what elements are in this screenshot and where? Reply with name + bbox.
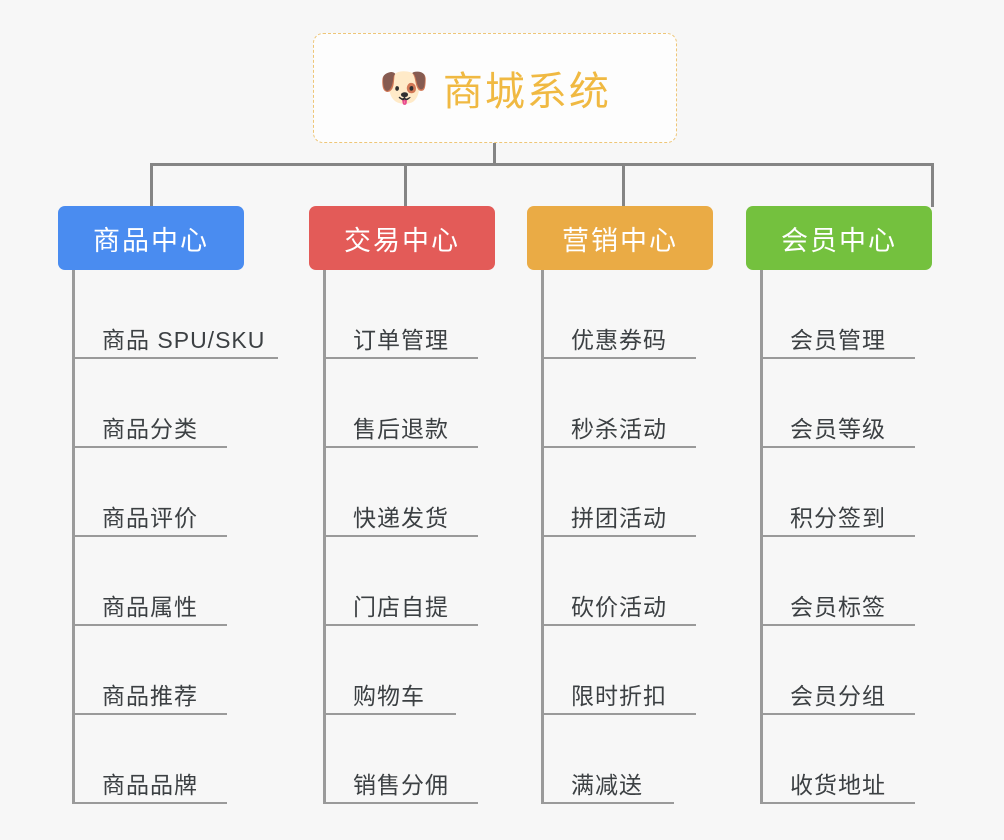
leaf-trunk-line [323, 270, 326, 804]
leaf-item[interactable]: 收货地址 [760, 715, 915, 804]
leaf-underline [72, 802, 227, 804]
leaf-item[interactable]: 快递发货 [323, 448, 478, 537]
leaf-underline [760, 713, 915, 715]
leaf-item[interactable]: 商品属性 [72, 537, 265, 626]
leaf-underline [72, 624, 227, 626]
leaf-underline [323, 446, 478, 448]
branch-header-label: 会员中心 [781, 225, 897, 256]
branch-header-会员中心[interactable]: 会员中心 [746, 206, 932, 270]
leaf-underline [72, 713, 227, 715]
branch-bus-connector [150, 163, 934, 166]
branch-header-交易中心[interactable]: 交易中心 [309, 206, 495, 270]
leaf-underline [541, 713, 696, 715]
leaf-item[interactable]: 销售分佣 [323, 715, 478, 804]
leaf-item-label: 订单管理 [353, 327, 449, 353]
leaf-underline [541, 535, 696, 537]
leaf-item-label: 收货地址 [790, 772, 886, 798]
leaf-item[interactable]: 拼团活动 [541, 448, 696, 537]
leaf-item[interactable]: 商品分类 [72, 359, 265, 448]
leaf-underline [323, 624, 478, 626]
leaf-underline [541, 802, 674, 804]
leaf-item-label: 会员分组 [790, 683, 886, 709]
leaf-item[interactable]: 商品推荐 [72, 626, 265, 715]
leaf-item-label: 会员标签 [790, 594, 886, 620]
leaf-underline [760, 802, 915, 804]
leaf-underline [323, 802, 478, 804]
leaf-item-label: 拼团活动 [571, 505, 667, 531]
leaf-trunk-line [541, 270, 544, 804]
root-title: 商城系统 [442, 70, 611, 114]
leaf-item-label: 商品评价 [102, 505, 198, 531]
leaf-item[interactable]: 订单管理 [323, 270, 478, 359]
leaf-item[interactable]: 售后退款 [323, 359, 478, 448]
leaf-column-商品中心: 商品 SPU/SKU 商品分类 商品评价 商品属性 商品推荐 商品品牌 [72, 270, 278, 804]
leaf-item-label: 商品推荐 [102, 683, 198, 709]
leaf-item-label: 会员管理 [790, 327, 886, 353]
branch-header-label: 交易中心 [344, 225, 460, 256]
branch-header-营销中心[interactable]: 营销中心 [527, 206, 713, 270]
leaf-item[interactable]: 砍价活动 [541, 537, 696, 626]
leaf-underline [541, 624, 696, 626]
branch-drop-connector-4 [931, 163, 934, 207]
leaf-item[interactable]: 会员标签 [760, 537, 915, 626]
leaf-item-label: 满减送 [571, 772, 643, 798]
leaf-item-label: 限时折扣 [571, 683, 667, 709]
leaf-column-营销中心: 优惠券码 秒杀活动 拼团活动 砍价活动 限时折扣 满减送 [541, 270, 696, 804]
branch-header-label: 商品中心 [93, 225, 209, 256]
leaf-item-label: 门店自提 [353, 594, 449, 620]
leaf-item-label: 商品品牌 [102, 772, 198, 798]
leaf-underline [323, 535, 478, 537]
leaf-item-label: 砍价活动 [571, 594, 667, 620]
leaf-trunk-line [760, 270, 763, 804]
leaf-underline [760, 535, 915, 537]
leaf-underline [323, 713, 456, 715]
root-node[interactable]: 🐶 商城系统 [313, 33, 677, 143]
leaf-item[interactable]: 限时折扣 [541, 626, 696, 715]
branch-header-商品中心[interactable]: 商品中心 [58, 206, 244, 270]
leaf-underline [72, 357, 278, 359]
branch-drop-connector-2 [404, 163, 407, 207]
leaf-item-label: 积分签到 [790, 505, 886, 531]
leaf-item[interactable]: 门店自提 [323, 537, 478, 626]
leaf-underline [323, 357, 478, 359]
leaf-underline [72, 446, 227, 448]
leaf-item[interactable]: 秒杀活动 [541, 359, 696, 448]
leaf-item[interactable]: 购物车 [323, 626, 456, 715]
leaf-item-label: 商品分类 [102, 416, 198, 442]
leaf-underline [760, 624, 915, 626]
leaf-item[interactable]: 商品品牌 [72, 715, 265, 804]
leaf-column-会员中心: 会员管理 会员等级 积分签到 会员标签 会员分组 收货地址 [760, 270, 915, 804]
leaf-item-label: 会员等级 [790, 416, 886, 442]
leaf-underline [72, 535, 227, 537]
leaf-column-交易中心: 订单管理 售后退款 快递发货 门店自提 购物车 销售分佣 [323, 270, 478, 804]
root-stem-connector [493, 143, 496, 165]
branch-drop-connector-3 [622, 163, 625, 207]
leaf-item[interactable]: 商品 SPU/SKU [72, 270, 278, 359]
leaf-item[interactable]: 优惠券码 [541, 270, 696, 359]
leaf-item-label: 购物车 [353, 683, 425, 709]
leaf-underline [541, 446, 696, 448]
leaf-item-label: 优惠券码 [571, 327, 667, 353]
shiba-dog-icon: 🐶 [379, 66, 429, 110]
leaf-item-label: 商品 SPU/SKU [102, 327, 266, 353]
leaf-item[interactable]: 会员分组 [760, 626, 915, 715]
leaf-underline [541, 357, 696, 359]
leaf-item[interactable]: 会员等级 [760, 359, 915, 448]
leaf-item[interactable]: 满减送 [541, 715, 674, 804]
branch-drop-connector-1 [150, 163, 153, 207]
branch-header-label: 营销中心 [562, 225, 678, 256]
leaf-item[interactable]: 会员管理 [760, 270, 915, 359]
leaf-item-label: 售后退款 [353, 416, 449, 442]
leaf-item-label: 秒杀活动 [571, 416, 667, 442]
leaf-underline [760, 446, 915, 448]
leaf-item-label: 商品属性 [102, 594, 198, 620]
leaf-underline [760, 357, 915, 359]
leaf-item[interactable]: 积分签到 [760, 448, 915, 537]
leaf-trunk-line [72, 270, 75, 804]
leaf-item-label: 销售分佣 [353, 772, 449, 798]
leaf-item-label: 快递发货 [353, 505, 449, 531]
leaf-item[interactable]: 商品评价 [72, 448, 265, 537]
